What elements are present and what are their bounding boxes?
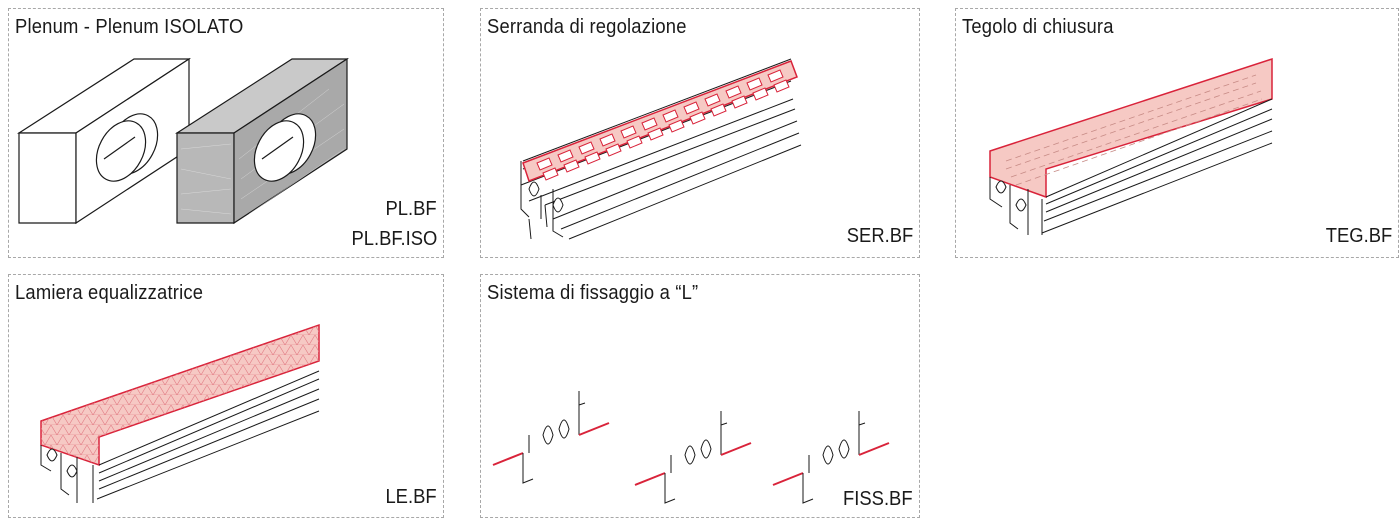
- product-code: LE.BF: [385, 486, 437, 508]
- plenum-box-icon: [16, 57, 192, 225]
- card-serranda: Serranda di regolazione SER.BF: [480, 8, 920, 258]
- product-code: TEG.BF: [1325, 225, 1392, 247]
- closing-tile-profile-icon: [989, 57, 1273, 235]
- card-title: Plenum - Plenum ISOLATO: [15, 16, 244, 38]
- card-tegolo: Tegolo di chiusura TEG.BF: [955, 8, 1399, 258]
- card-title: Tegolo di chiusura: [962, 16, 1114, 38]
- card-title: Lamiera equalizzatrice: [15, 282, 204, 304]
- equalizer-sheet-profile-icon: [40, 323, 320, 503]
- insulated-plenum-box-icon: [174, 57, 350, 225]
- card-plenum: Plenum - Plenum ISOLATO PL.BF PL.BF.ISO: [8, 8, 444, 258]
- product-code: PL.BF: [385, 198, 437, 220]
- card-title: Serranda di regolazione: [487, 16, 687, 38]
- card-title: Sistema di fissaggio a “L”: [487, 282, 699, 304]
- plenum-illustration: [16, 57, 350, 225]
- damper-profile-icon: [520, 58, 802, 240]
- product-code: PL.BF.ISO: [351, 228, 437, 250]
- l-bracket-icon: [492, 391, 890, 504]
- card-fissaggio: Sistema di fissaggio a “L” FISS.BF: [480, 274, 920, 518]
- product-code: FISS.BF: [843, 488, 913, 510]
- product-code: SER.BF: [846, 225, 913, 247]
- card-lamiera: Lamiera equalizzatrice LE.BF: [8, 274, 444, 518]
